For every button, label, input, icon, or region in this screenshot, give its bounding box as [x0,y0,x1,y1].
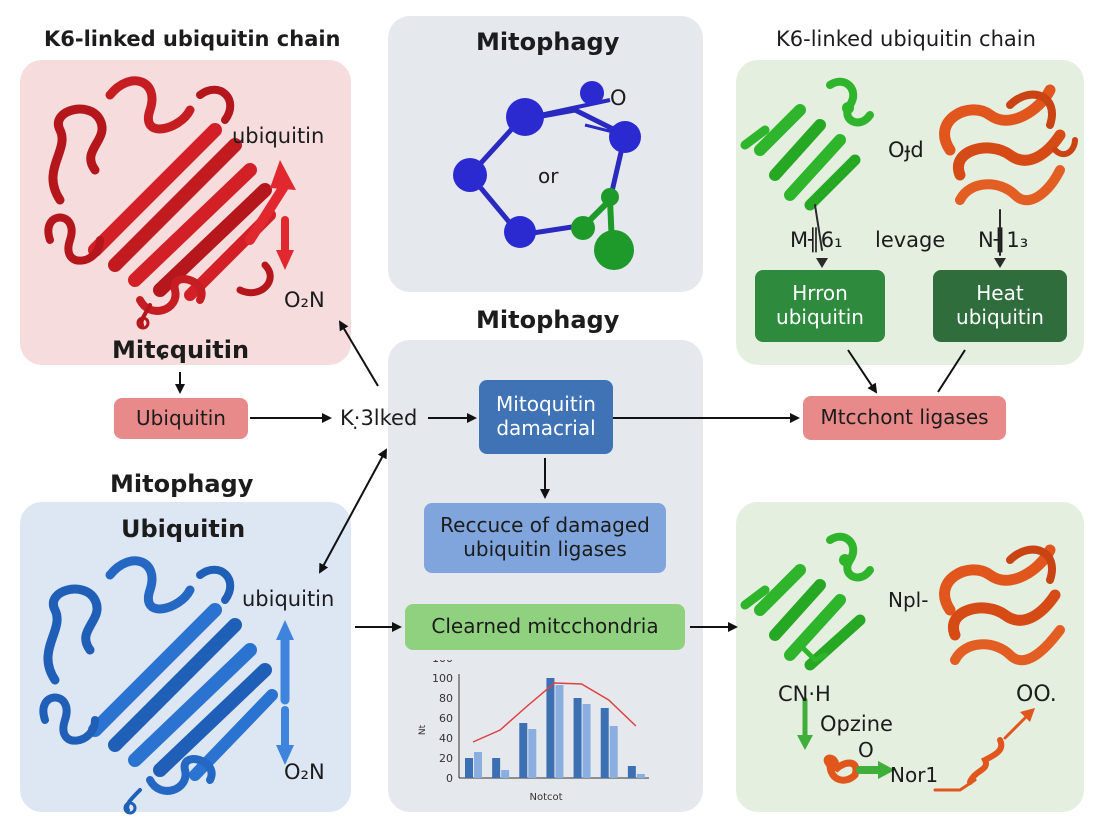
bar [501,770,510,778]
trend-curve [472,682,637,743]
orange-protein-top-illustration [939,84,1078,268]
heat-box: Heat ubiquitin [933,270,1067,342]
y-tick-label: 60 [439,712,453,725]
oo-label: OO. [1016,682,1057,707]
mitoquitin-line2: damacrial [496,416,596,440]
y-axis-label: Nt [418,724,428,735]
ubiquitin-box: Ubiquitin [114,398,248,439]
green-protein-bottom-illustration [740,532,874,671]
npl-label: Npl- [888,588,929,612]
top-left-title: K6-linked ubiquitin chain [44,27,341,51]
small-helix-illustration [797,697,1035,792]
y-tick-label: 0 [446,772,453,785]
red-o2n-label: O₂N [284,288,325,312]
center-title: Mitophagy [476,306,620,334]
ubiquitin-box-text: Ubiquitin [136,405,226,430]
bar [555,685,564,778]
y-tick-label: 100 [432,672,453,685]
red-protein-label: ubiquitin [232,124,325,148]
reccuce-line1: Reccuce of damaged [440,513,650,538]
reccuce-line2: ubiquitin ligases [463,537,627,561]
arrow-klinked-o2n [338,320,379,387]
top-mid-title: Mitophagy [476,28,620,56]
blue-o2n-label: O₂N [284,760,325,784]
o-small-label: O [858,738,874,762]
bar [546,678,555,778]
hrron-box: Hrron ubiquitin [755,270,885,342]
green-protein-top-illustration [740,77,874,268]
molecule-or-label: or [538,164,559,188]
bar [465,758,473,778]
arrow-hrron-mitchont [847,349,878,394]
x-axis-label: Notcot [529,792,562,803]
bar [573,698,582,778]
bar [519,723,528,778]
y-tick-label: 80 [439,692,453,705]
reccuce-box: Reccuce of damaged ubiquitin ligases [424,503,666,573]
opzine-label: Opzine [820,712,893,736]
hrron-line1: Hrron [792,281,848,306]
blue-protein-illustration [39,556,294,815]
mitquitin-label: Mitɕquitin [112,336,250,364]
blue-protein-label: ubiquitin [242,587,335,611]
cleared-box: Clearned mitcchondria [405,604,685,650]
line-heat-mitchont [937,349,966,393]
red-protein-illustration [44,76,296,330]
heat-line1: Heat [976,281,1024,306]
bottom-left-title: Ubiquitin [121,515,246,543]
bar [600,708,609,778]
orange-protein-bottom-illustration [939,544,1065,666]
k-linked-label: K·̣3lked [340,406,418,430]
oid-label: Oɟd [888,138,924,162]
y-tick-label: 40 [439,732,453,745]
mitoquitin-line1: Mitoquitin [496,392,596,417]
bar [636,774,645,778]
levage-label: levage [875,228,946,252]
arrow-bidirectional-klinked-blue [319,448,387,574]
bar [609,726,618,778]
mitoquitin-box: Mitoquitin damacrial [479,380,613,454]
bar [492,758,501,778]
bar [528,729,537,778]
heat-line2: ubiquitin [956,305,1044,329]
molecule-o-label: O [610,86,627,110]
mitchont-box: Mtcchont ligases [803,396,1006,440]
top-right-title: K6-linked ubiquitin chain [776,27,1036,51]
y-tick-label: 100 [432,660,453,665]
cnh-label: CN·H [778,682,831,706]
mitchont-box-text: Mtcchont ligases [820,405,989,430]
bar [582,704,591,778]
bar [627,766,636,778]
bar [474,752,482,778]
molecule-illustration [453,81,641,270]
cleared-box-text: Clearned mitcchondria [431,614,659,639]
y-tick-label: 20 [439,752,453,765]
n13-label: N╢1₃ [978,228,1029,252]
hrron-line2: ubiquitin [776,305,864,329]
panel-top-mid [388,16,703,292]
m61-label: M╢6₁ [790,228,843,252]
nor1-label: Nor1 [890,763,939,787]
bottom-left-heading: Mitophagy [110,470,254,498]
